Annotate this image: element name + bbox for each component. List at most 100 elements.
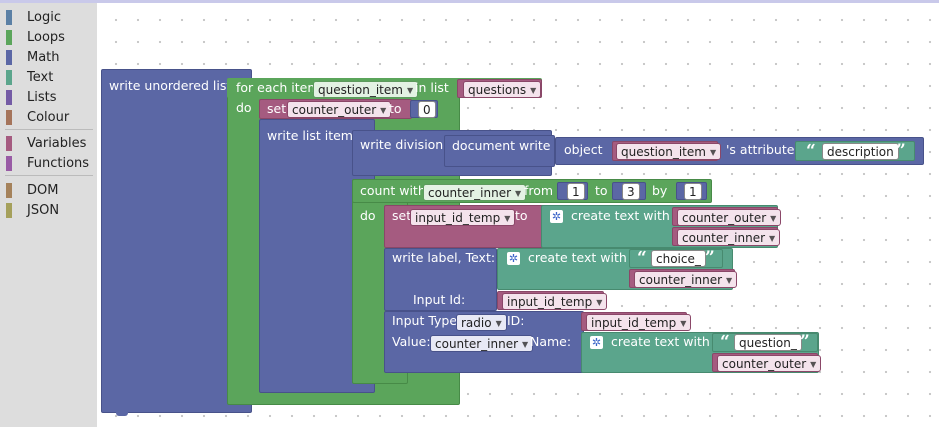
count-with-header — [352, 179, 712, 203]
variable-dropdown[interactable]: counter_outer▼ — [287, 101, 392, 118]
quote-open-icon: “ — [720, 332, 730, 352]
category-math[interactable]: Math — [6, 47, 60, 67]
write-unordered-list-block[interactable] — [101, 69, 252, 413]
quote-close-icon: ” — [896, 141, 906, 161]
category-loops[interactable]: Loops — [6, 27, 65, 47]
block-label: write label, Text: — [392, 250, 496, 265]
variable-dropdown[interactable]: counter_inner▼ — [423, 184, 527, 201]
category-logic[interactable]: Logic — [6, 7, 61, 27]
variable-dropdown[interactable]: counter_inner▼ — [677, 229, 781, 246]
text-field[interactable]: choice_ — [651, 250, 706, 267]
gear-icon[interactable]: ✲ — [550, 210, 563, 223]
quote-open-icon: “ — [637, 248, 647, 268]
variable-dropdown[interactable]: input_id_temp▼ — [502, 293, 608, 310]
category-label: Loops — [27, 29, 65, 45]
variable-dropdown[interactable]: input_id_temp▼ — [410, 209, 516, 226]
variable-dropdown[interactable]: counter_outer▼ — [717, 355, 822, 372]
category-functions[interactable]: Functions — [6, 153, 89, 173]
category-label: Logic — [27, 9, 61, 25]
category-color-swatch — [6, 89, 12, 105]
block-label: 's attribute — [726, 142, 795, 157]
block-label: Name: — [530, 334, 572, 349]
chevron-down-icon: ▼ — [596, 298, 603, 307]
category-label: JSON — [27, 202, 60, 218]
block-label: by — [652, 183, 668, 198]
block-label: create text with — [528, 250, 627, 265]
block-label: from — [524, 183, 554, 198]
category-label: Functions — [27, 155, 90, 171]
chevron-down-icon: ▼ — [810, 360, 817, 369]
variable-dropdown[interactable]: counter_inner▼ — [634, 271, 738, 288]
category-color-swatch — [6, 69, 12, 85]
block-label: in list — [415, 80, 449, 95]
category-label: Variables — [27, 135, 87, 151]
category-color-swatch — [6, 109, 12, 125]
number-field[interactable]: 0 — [418, 101, 436, 118]
category-color-swatch — [6, 155, 12, 171]
category-label: Text — [27, 69, 54, 85]
chevron-down-icon: ▼ — [504, 214, 511, 223]
category-label: Colour — [27, 109, 70, 125]
block-label: create text with — [611, 334, 710, 349]
toolbox-separator — [5, 129, 93, 130]
number-field[interactable]: 3 — [622, 183, 640, 200]
number-field[interactable]: 1 — [567, 183, 585, 200]
input-type-dropdown[interactable]: radio▼ — [456, 314, 507, 331]
block-label: write list item — [267, 128, 353, 143]
chevron-down-icon: ▼ — [495, 319, 502, 328]
block-label: for each item — [236, 80, 320, 95]
gear-icon[interactable]: ✲ — [590, 336, 603, 349]
block-label: Input Id: — [413, 292, 466, 307]
block-label: set — [392, 208, 412, 223]
block-label: ID: — [507, 313, 525, 328]
category-label: Lists — [27, 89, 57, 105]
number-field[interactable]: 1 — [684, 183, 702, 200]
category-color-swatch — [6, 29, 12, 45]
block-label: to — [595, 183, 608, 198]
block-label: create text with — [571, 208, 670, 223]
toolbox: Logic Loops Math Text Lists Colour Varia… — [0, 3, 97, 427]
block-label: object — [564, 142, 603, 157]
category-colour[interactable]: Colour — [6, 107, 69, 127]
block-label: set — [267, 101, 287, 116]
block-label: to — [389, 101, 402, 116]
statement-notch — [116, 410, 128, 416]
category-dom[interactable]: DOM — [6, 180, 58, 200]
variable-dropdown[interactable]: questions▼ — [463, 81, 542, 98]
category-label: DOM — [27, 182, 59, 198]
block-label: document write — [452, 138, 551, 153]
chevron-down-icon: ▼ — [406, 86, 414, 95]
quote-open-icon: “ — [806, 141, 816, 161]
write-label-block[interactable] — [384, 248, 497, 311]
block-label: to — [515, 208, 528, 223]
text-field[interactable]: description — [822, 143, 899, 160]
category-json[interactable]: JSON — [6, 200, 59, 220]
variable-dropdown[interactable]: input_id_temp▼ — [586, 314, 692, 331]
category-color-swatch — [6, 49, 12, 65]
category-text[interactable]: Text — [6, 67, 53, 87]
variable-dropdown[interactable]: counter_outer▼ — [677, 209, 782, 226]
category-label: Math — [27, 49, 60, 65]
category-color-swatch — [6, 9, 12, 25]
document-write-block[interactable] — [444, 135, 555, 167]
category-variables[interactable]: Variables — [6, 133, 86, 153]
variable-dropdown[interactable]: question_item▼ — [616, 143, 722, 160]
chevron-down-icon: ▼ — [769, 234, 776, 243]
chevron-down-icon: ▼ — [522, 340, 529, 349]
block-label: write unordered list — [109, 78, 232, 93]
chevron-down-icon: ▼ — [726, 276, 733, 285]
block-label: do — [236, 100, 252, 115]
chevron-down-icon: ▼ — [515, 189, 522, 198]
block-label: count with — [360, 183, 426, 198]
value-dropdown[interactable]: counter_inner▼ — [430, 335, 534, 352]
text-field[interactable]: question_ — [734, 334, 802, 351]
gear-icon[interactable]: ✲ — [507, 252, 520, 265]
chevron-down-icon: ▼ — [680, 319, 687, 328]
variable-dropdown[interactable]: question_item▼ — [313, 81, 419, 98]
block-label: Input Type — [392, 313, 458, 328]
chevron-down-icon: ▼ — [380, 106, 387, 115]
category-color-swatch — [6, 202, 12, 218]
category-lists[interactable]: Lists — [6, 87, 57, 107]
category-color-swatch — [6, 182, 12, 198]
